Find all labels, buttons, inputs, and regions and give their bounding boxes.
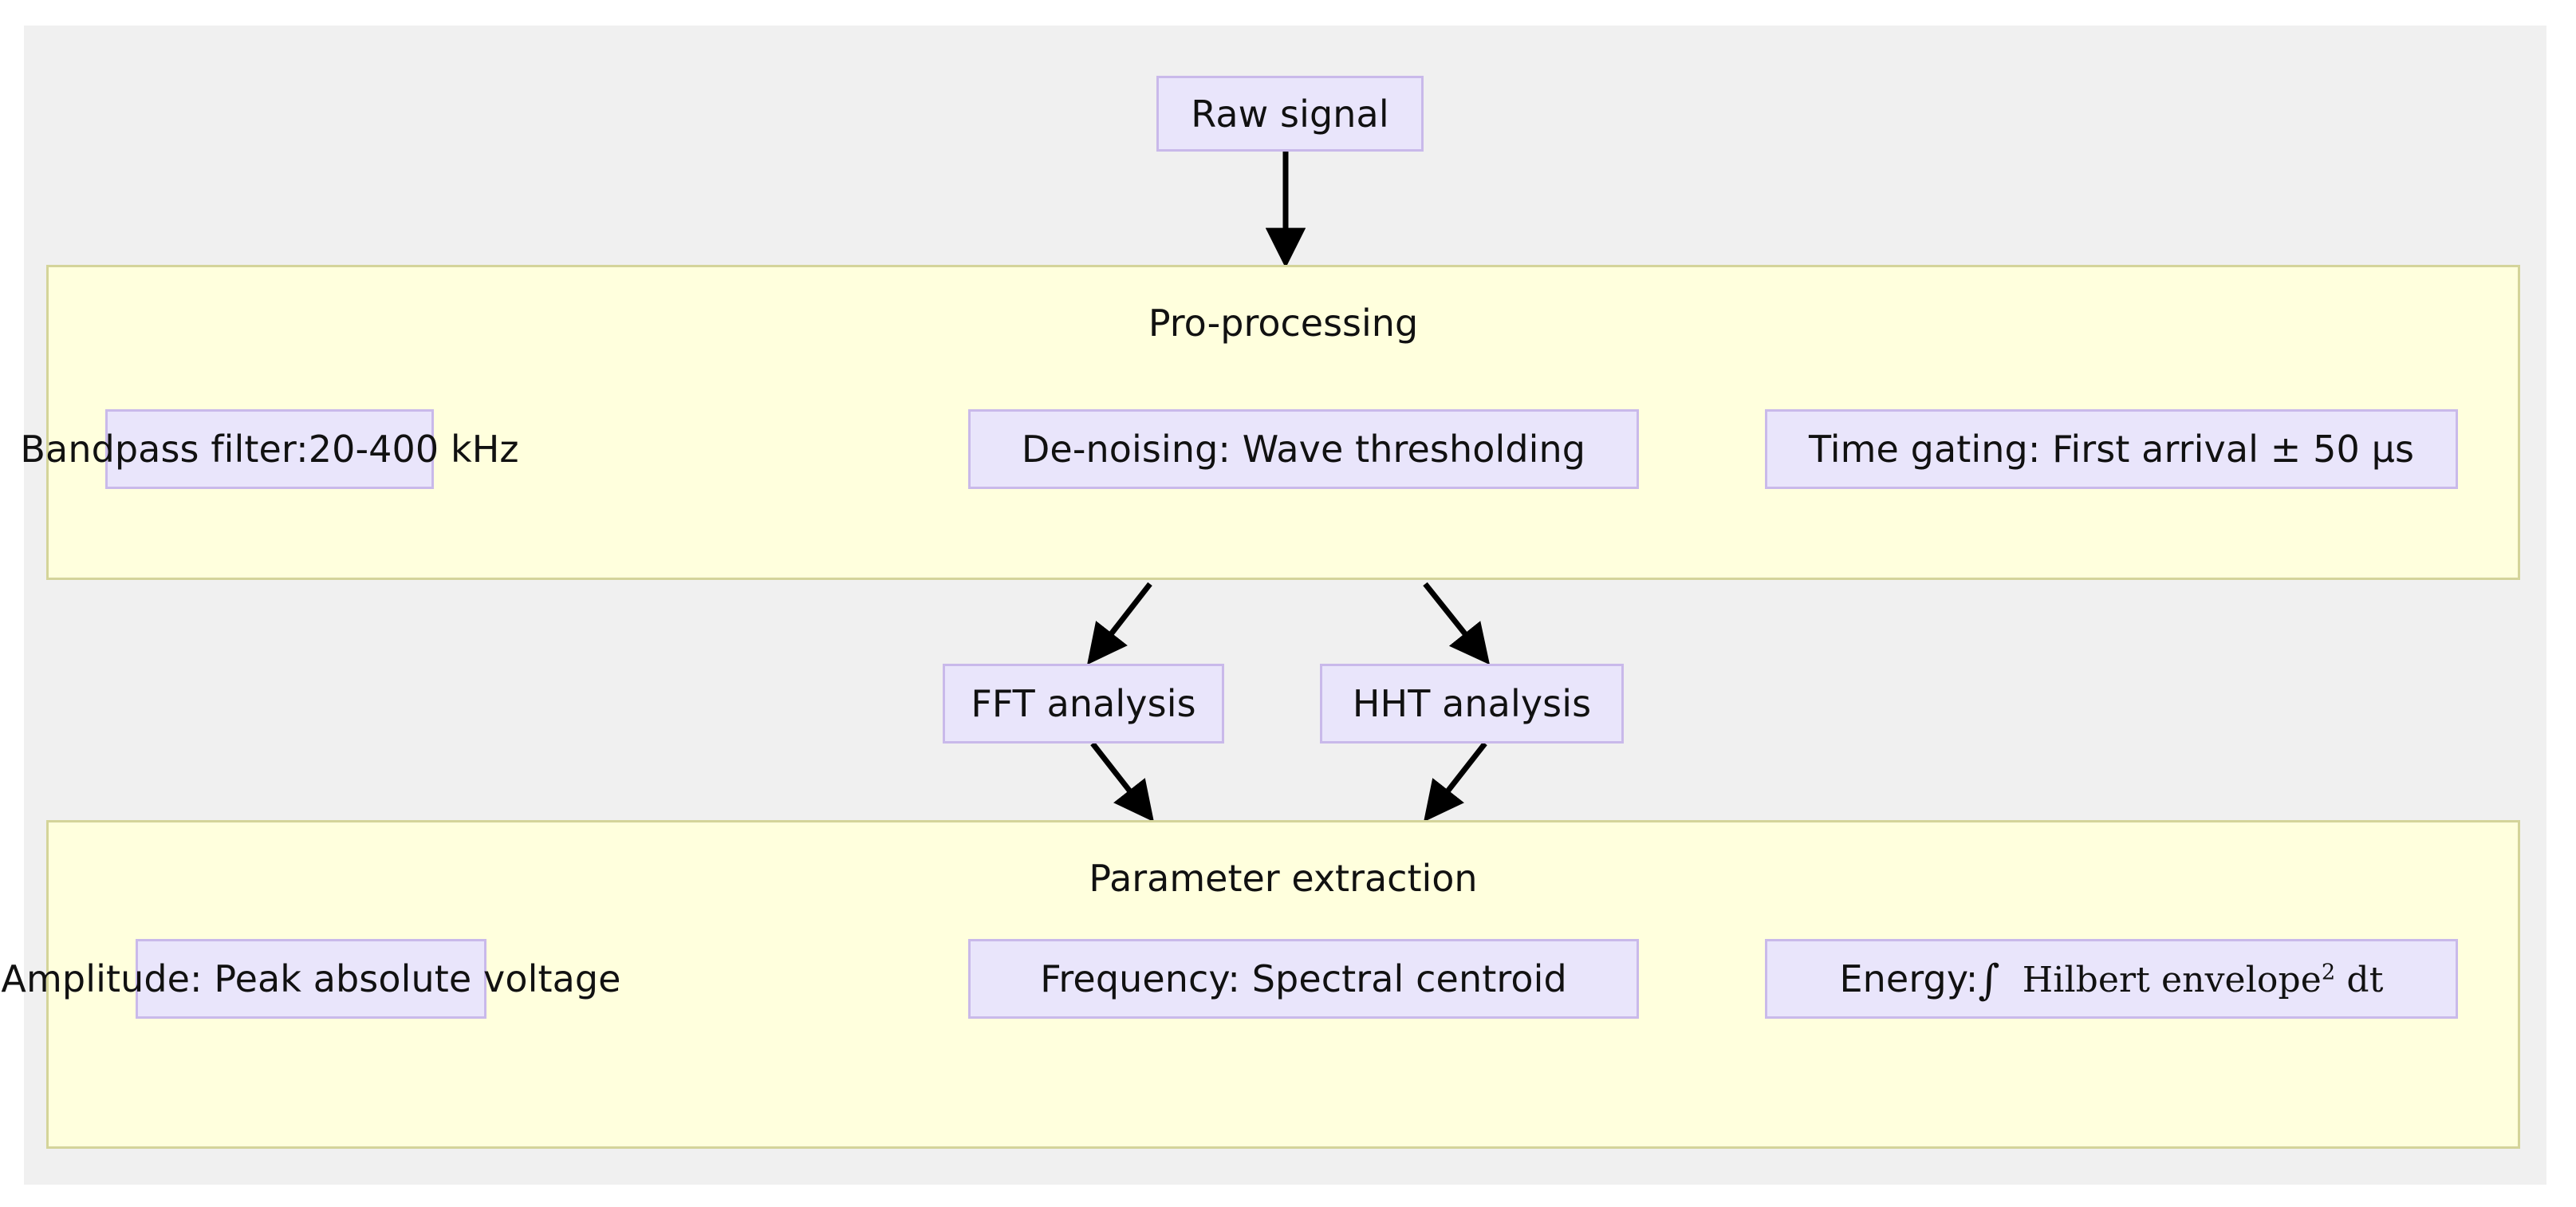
node-raw-signal-label: Raw signal [1191,92,1389,136]
node-de-noising[interactable]: De-noising: Wave thresholding [968,409,1639,489]
node-time-gating-label: Time gating: First arrival ± 50 µs [1808,428,2415,471]
energy-expression: Hilbert envelope2 dt [2000,960,2384,1000]
node-frequency-label: Frequency: Spectral centroid [1040,957,1567,1000]
node-energy[interactable]: Energy:∫ Hilbert envelope2 dt [1765,939,2458,1019]
energy-expression-text: Hilbert envelope [2022,959,2322,1000]
group-parameter-extraction: Parameter extraction Amplitude: Peak abs… [1,820,2520,1149]
node-bandpass-filter-label: Bandpass filter:20-400 kHz [20,428,519,471]
edge-preprocessing-to-hht [1423,582,1491,665]
node-energy-label: Energy:∫ Hilbert envelope2 dt [1839,957,2384,1001]
edge-fft-to-extraction [1090,741,1154,822]
group-preprocessing: Pro-processing Bandpass filter:20-400 kH… [20,265,2520,580]
diagram-canvas: Raw signal Pro-processing Bandpass filte… [1,26,2546,1185]
edge-hht-to-extraction [1424,741,1487,822]
node-de-noising-label: De-noising: Wave thresholding [1021,428,1586,471]
node-time-gating[interactable]: Time gating: First arrival ± 50 µs [1765,409,2458,489]
node-bandpass-filter[interactable]: Bandpass filter:20-400 kHz [20,409,519,489]
energy-prefix: Energy: [1839,957,1979,1000]
node-frequency[interactable]: Frequency: Spectral centroid [968,939,1639,1019]
energy-differential: dt [2346,959,2384,1000]
node-amplitude-label: Amplitude: Peak absolute voltage [1,957,621,1000]
group-preprocessing-title: Pro-processing [1148,302,1419,345]
group-parameter-extraction-title: Parameter extraction [1089,857,1478,900]
energy-exponent: 2 [2321,959,2336,984]
node-raw-signal[interactable]: Raw signal [1156,76,1424,152]
edge-preprocessing-to-fft [1087,582,1152,665]
node-amplitude[interactable]: Amplitude: Peak absolute voltage [1,939,620,1019]
node-fft-analysis-label: FFT analysis [971,682,1196,725]
node-hht-analysis-label: HHT analysis [1352,682,1592,725]
node-hht-analysis[interactable]: HHT analysis [1320,664,1624,744]
node-fft-analysis[interactable]: FFT analysis [943,664,1224,744]
integral-icon: ∫ [1978,956,2000,1004]
